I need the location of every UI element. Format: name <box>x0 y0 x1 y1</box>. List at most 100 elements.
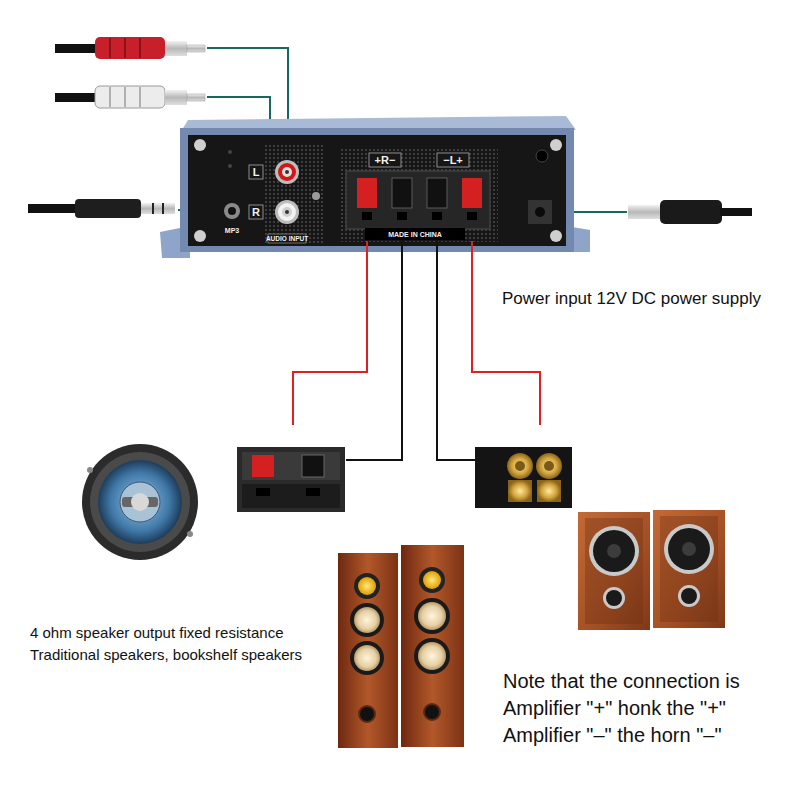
dust-cap <box>682 542 696 556</box>
tower-speaker <box>338 553 398 748</box>
cable <box>55 93 97 102</box>
rca-jack-pin <box>282 167 292 177</box>
input-label: MP3 <box>225 227 239 234</box>
binding-post <box>536 453 562 479</box>
bass-port <box>424 704 440 720</box>
plug-sleeve <box>165 41 187 56</box>
car-speaker-cone <box>98 460 182 544</box>
screw <box>194 139 206 151</box>
plug-ring <box>152 203 154 214</box>
rca-jack <box>275 200 299 224</box>
label-box <box>249 165 263 179</box>
binding-post-hole <box>515 461 525 471</box>
speaker-baffle <box>660 516 718 622</box>
dust-cap <box>607 544 621 558</box>
dc-plug <box>660 200 722 224</box>
speaker-baffle <box>585 518 643 624</box>
grip-ridge <box>124 87 126 107</box>
speaker-note: Traditional speakers, bookshelf speakers <box>30 646 302 664</box>
screw <box>187 531 193 537</box>
woofer <box>668 528 710 570</box>
grip-ridge <box>139 38 141 58</box>
terminal-clip-red <box>462 178 482 208</box>
tower-speaker <box>401 545 464 747</box>
grip-ridge <box>109 87 111 107</box>
screw <box>550 139 562 151</box>
mini-jack-plug <box>75 199 141 218</box>
terminal-block <box>346 171 490 229</box>
screw <box>550 230 562 242</box>
rca-jack-pin <box>282 207 292 217</box>
car-speaker-tweeter <box>131 493 149 511</box>
label-box <box>369 153 401 167</box>
tweeter-rim <box>678 585 700 607</box>
tweeter <box>358 577 376 595</box>
dc-plug-barrel <box>628 205 662 219</box>
cable <box>720 208 752 216</box>
amp-housing <box>180 128 574 252</box>
cable <box>28 204 78 213</box>
red-wire <box>472 241 540 425</box>
terminal-hole <box>397 212 407 220</box>
origin-label: MADE IN CHINA <box>388 231 442 238</box>
plug-ring <box>162 203 164 214</box>
woofer-surround <box>350 641 384 675</box>
screw <box>87 467 93 473</box>
input-label: AUDIO INPUT <box>266 235 308 242</box>
red-wire <box>293 241 367 425</box>
tweeter-surround <box>354 573 380 599</box>
rca-plug-white <box>95 86 165 108</box>
rca-jack-hole <box>285 210 289 214</box>
black-wire <box>346 241 402 460</box>
spring-terminal <box>237 447 345 512</box>
woofer-rim <box>589 526 639 576</box>
woofer <box>354 645 380 671</box>
grip-ridge <box>124 38 126 58</box>
channel-label: L <box>253 167 260 178</box>
amp-panel <box>188 135 566 246</box>
terminal-polarity-label: −L+ <box>443 155 463 166</box>
plug-tip <box>141 203 175 214</box>
connection-note: Note that the connection is Amplifier "+… <box>503 668 753 749</box>
mp3-jack-hole <box>228 207 236 215</box>
rca-jack-ring <box>278 163 296 181</box>
tweeter-surround <box>419 567 445 593</box>
woofer-surround <box>350 603 384 637</box>
power-note: Power input 12V DC power supply <box>502 289 761 309</box>
binding-post <box>507 453 533 479</box>
rca-jack <box>275 160 299 184</box>
rca-plug-red <box>95 37 165 59</box>
terminal-hole <box>467 212 477 220</box>
speaker-note: 4 ohm speaker output fixed resistance <box>30 624 283 642</box>
spring-terminal-base <box>242 484 340 508</box>
terminal-clip-black <box>427 178 447 208</box>
woofer <box>354 607 380 633</box>
plug-tip <box>187 45 205 52</box>
plug-sleeve <box>165 90 187 105</box>
woofer-surround <box>414 638 450 674</box>
dc-jack <box>528 200 552 224</box>
terminal-clip-black <box>302 455 324 477</box>
tweeter <box>681 588 697 604</box>
screw <box>312 192 320 200</box>
terminal-polarity-label: +R− <box>375 155 396 166</box>
terminal-hole <box>432 212 442 220</box>
woofer <box>418 642 446 670</box>
panel-hole <box>228 150 232 154</box>
rca-jack-ring <box>278 203 296 221</box>
binding-post-base <box>537 480 561 502</box>
binding-post-plate <box>475 447 572 508</box>
woofer <box>418 602 446 630</box>
terminal-hole <box>306 488 320 496</box>
mp3-jack <box>224 203 240 219</box>
plug-tip <box>187 94 205 101</box>
bass-port <box>359 706 375 722</box>
black-wire <box>437 241 475 460</box>
panel-dots <box>263 144 323 244</box>
grip-ridge <box>109 38 111 58</box>
binding-post-base <box>508 480 532 502</box>
tweeter <box>606 590 622 606</box>
car-speaker-cap <box>120 482 160 522</box>
spring-terminal-top <box>242 452 340 480</box>
